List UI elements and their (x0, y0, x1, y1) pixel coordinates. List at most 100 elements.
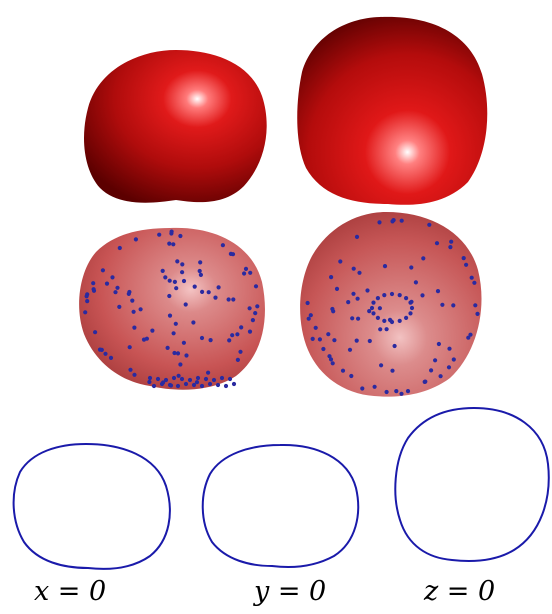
sample-point (128, 368, 132, 372)
contour-y0 (203, 445, 358, 567)
sample-point (376, 296, 380, 300)
sample-point (231, 297, 235, 301)
sample-point (248, 306, 252, 310)
sample-point (148, 376, 152, 380)
sample-point (394, 389, 398, 393)
sample-point (118, 246, 122, 250)
sample-point (109, 356, 113, 360)
sample-point (113, 290, 117, 294)
sample-point (379, 363, 383, 367)
sample-point (378, 327, 382, 331)
sample-point (355, 339, 359, 343)
sample-point (360, 386, 364, 390)
sample-point (329, 275, 333, 279)
surface-points-right (300, 212, 481, 397)
sample-point (437, 342, 441, 346)
sample-point (117, 305, 121, 309)
sample-point (92, 287, 96, 291)
sample-point (408, 301, 412, 305)
sample-point (175, 259, 179, 263)
sample-point (180, 270, 184, 274)
sample-point (229, 252, 233, 256)
sample-point (368, 339, 372, 343)
sample-point (399, 392, 403, 396)
sample-point (472, 281, 476, 285)
sample-point (341, 369, 345, 373)
sample-point (248, 271, 252, 275)
sample-point (390, 369, 394, 373)
sample-point (357, 271, 361, 275)
sample-point (371, 301, 375, 305)
contour-x0 (14, 444, 170, 569)
sample-point (355, 235, 359, 239)
sample-point (85, 299, 89, 303)
sample-point (235, 332, 239, 336)
sample-point (147, 380, 151, 384)
sample-point (212, 378, 216, 382)
sample-point (220, 376, 224, 380)
sample-point (167, 294, 171, 298)
sample-point (152, 384, 156, 388)
sample-point (239, 325, 243, 329)
sample-point (404, 296, 408, 300)
sample-point (350, 316, 354, 320)
caption-z0: z = 0 (424, 576, 495, 607)
sample-point (423, 380, 427, 384)
sample-point (311, 337, 315, 341)
sample-point (349, 374, 353, 378)
sample-point (400, 219, 404, 223)
sample-point (377, 220, 381, 224)
sample-point (335, 287, 339, 291)
sample-point (370, 306, 374, 310)
sample-point (227, 338, 231, 342)
sample-point (221, 243, 225, 247)
sample-point (348, 348, 352, 352)
sample-point (207, 290, 211, 294)
sample-point (238, 350, 242, 354)
sample-point (230, 333, 234, 337)
sample-point (184, 382, 188, 386)
sample-point (228, 377, 232, 381)
sample-point (105, 282, 109, 286)
sample-point (208, 382, 212, 386)
sample-point (156, 377, 160, 381)
sample-point (103, 352, 107, 356)
sample-point (392, 218, 396, 222)
sample-point (184, 353, 188, 357)
sample-point (439, 374, 443, 378)
sample-point (448, 245, 452, 249)
sample-point (390, 292, 394, 296)
sample-point (127, 292, 131, 296)
sample-point (244, 267, 248, 271)
sample-point (356, 297, 360, 301)
sample-point (200, 336, 204, 340)
sample-point (378, 306, 382, 310)
sample-point (326, 332, 330, 336)
sample-point (196, 376, 200, 380)
sample-point (83, 310, 87, 314)
sample-point (248, 330, 252, 334)
sample-point (157, 233, 161, 237)
sample-point (253, 311, 257, 315)
sample-point (198, 260, 202, 264)
sample-point (351, 292, 355, 296)
sample-point (436, 289, 440, 293)
sample-point (429, 368, 433, 372)
contour-z0 (395, 408, 548, 561)
sample-point (427, 223, 431, 227)
sample-point (466, 336, 470, 340)
sample-point (406, 389, 410, 393)
sample-point (168, 279, 172, 283)
sample-point (142, 338, 146, 342)
sample-point (307, 317, 311, 321)
sample-point (163, 275, 167, 279)
surface-points-left (79, 228, 265, 390)
sample-point (306, 301, 310, 305)
sample-point (371, 311, 375, 315)
sample-point (414, 280, 418, 284)
sample-point (198, 269, 202, 273)
sample-point (101, 268, 105, 272)
surface-points-left-shape (79, 228, 265, 390)
sample-point (171, 242, 175, 246)
